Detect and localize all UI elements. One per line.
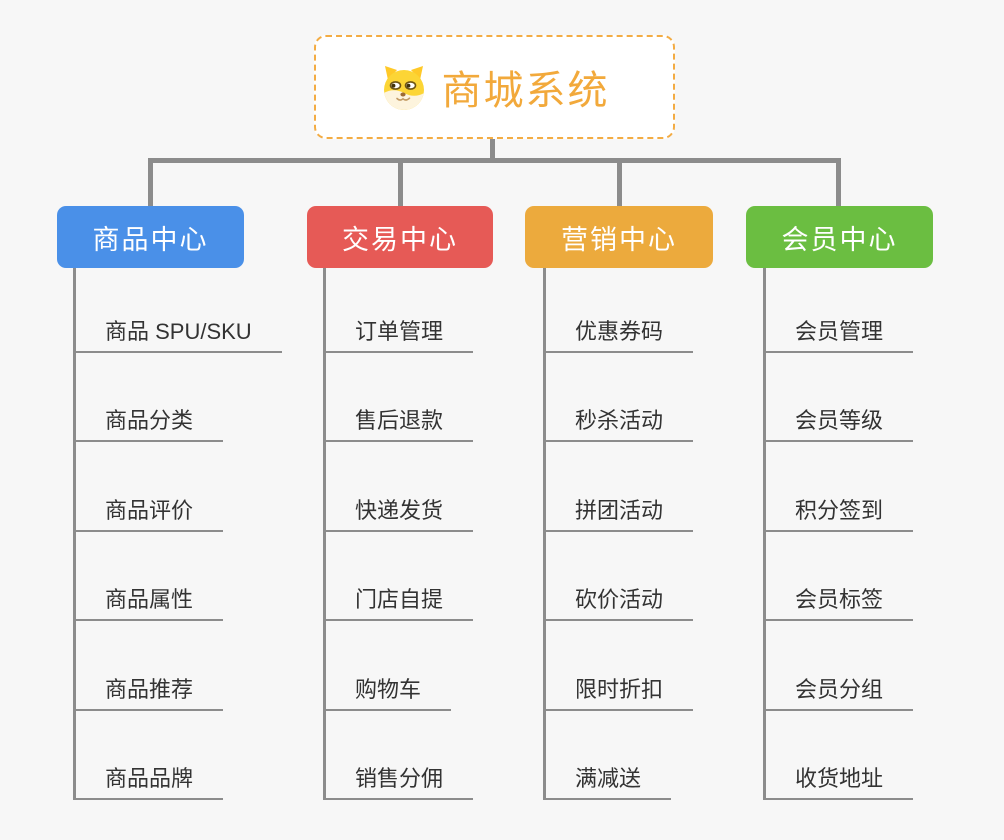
leaf-node[interactable]: 砍价活动: [543, 581, 694, 621]
trunk-member: [763, 268, 766, 800]
dog-face-icon: [383, 66, 424, 110]
leaf-node[interactable]: 商品评价: [73, 492, 224, 532]
leaf-node[interactable]: 购物车: [323, 671, 452, 711]
connector-drop-member: [836, 158, 841, 208]
leaf-node[interactable]: 拼团活动: [543, 492, 694, 532]
connector-drop-marketing: [617, 158, 622, 208]
branch-label: 交易中心: [342, 224, 458, 255]
trunk-product: [73, 268, 76, 800]
connector-drop-product: [148, 158, 153, 208]
leaf-node[interactable]: 优惠券码: [543, 313, 694, 353]
leaf-node[interactable]: 商品 SPU/SKU: [73, 313, 282, 353]
branch-label: 营销中心: [561, 224, 677, 255]
leaf-node[interactable]: 满减送: [543, 760, 672, 800]
leaf-node[interactable]: 会员等级: [763, 402, 914, 442]
trunk-marketing: [543, 268, 546, 800]
leaf-node[interactable]: 秒杀活动: [543, 402, 694, 442]
leaf-node[interactable]: 门店自提: [323, 581, 474, 621]
leaf-node[interactable]: 销售分佣: [323, 760, 474, 800]
connector-drop-trade: [398, 158, 403, 208]
leaf-node[interactable]: 订单管理: [323, 313, 474, 353]
leaf-node[interactable]: 售后退款: [323, 402, 474, 442]
leaf-node[interactable]: 收货地址: [763, 760, 914, 800]
leaf-node[interactable]: 积分签到: [763, 492, 914, 532]
leaf-node[interactable]: 商品分类: [73, 402, 224, 442]
leaf-node[interactable]: 会员管理: [763, 313, 914, 353]
connector-root-stem: [490, 138, 495, 163]
root-title: 商城系统: [441, 69, 610, 113]
leaf-node[interactable]: 商品属性: [73, 581, 224, 621]
branch-node-product-center[interactable]: 商品中心: [57, 206, 244, 268]
leaf-node[interactable]: 商品推荐: [73, 671, 224, 711]
branch-label: 会员中心: [781, 224, 898, 255]
trunk-trade: [323, 268, 326, 800]
root-node[interactable]: 商城系统: [314, 35, 675, 139]
branch-node-member-center[interactable]: 会员中心: [746, 206, 933, 268]
leaf-node[interactable]: 商品品牌: [73, 760, 224, 800]
leaf-node[interactable]: 会员分组: [763, 671, 914, 711]
connector-bus: [148, 158, 841, 163]
leaf-node[interactable]: 快递发货: [323, 492, 474, 532]
leaf-node[interactable]: 会员标签: [763, 581, 914, 621]
branch-node-trade-center[interactable]: 交易中心: [307, 206, 493, 268]
branch-node-marketing-center[interactable]: 营销中心: [525, 206, 713, 268]
branch-label: 商品中心: [92, 224, 209, 255]
leaf-node[interactable]: 限时折扣: [543, 671, 694, 711]
